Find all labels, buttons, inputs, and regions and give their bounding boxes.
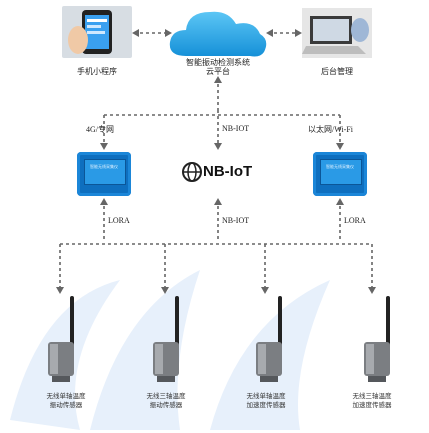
sensor-device-icon [153,296,179,382]
mobile-app-image [62,6,132,58]
cloud-label-line1: 智能振动检测系统 [186,58,250,67]
gateway-left: 智能无线采集仪 [77,152,131,196]
sensor-3-label: 无线单轴温度 加速度传感器 [236,392,296,410]
sensor-label-line2: 振动传感器 [49,402,83,409]
admin-laptop-image [302,8,372,58]
sensor-label-line1: 无线单轴温度 [46,393,86,400]
sensor-2 [145,292,195,389]
sensor-1 [40,292,90,389]
mobile-app-label: 手机小程序 [77,67,117,76]
nbiot-logo-text: NB-IoT [203,163,253,180]
nbiot-logo: NB-IoT [181,160,257,186]
sensor-label-line2: 加速度传感器 [352,402,392,409]
sensor-label-line1: 无线单轴温度 [246,393,286,400]
nbiot-globe-icon [182,162,202,182]
sensor-device-icon [48,296,74,382]
sensor-label-line1: 无线三轴温度 [352,393,392,400]
sensor-4-label: 无线三轴温度 加速度传感器 [342,392,402,410]
gateway-text: 智能无线采集仪 [90,164,118,169]
lower-link-right-label: LORA [344,216,366,225]
sensor-device-icon [364,296,390,382]
gateway-text: 智能无线采集仪 [326,164,354,169]
gateway-screen [320,159,362,185]
sensor-3 [248,292,298,389]
sensor-label-line2: 加速度传感器 [246,402,286,409]
link-nbiot-label: NB-IOT [222,124,250,133]
cloud-label-line2: 云平台 [206,67,230,76]
sensor-device-icon [256,296,282,382]
cloud-platform-label: 智能振动检测系统 云平台 [168,58,268,76]
link-4g-label: 4G/专网 [86,125,114,134]
lower-link-left-label: LORA [108,216,130,225]
sensor-label-line2: 振动传感器 [149,402,183,409]
sensor-1-label: 无线单轴温度 振动传感器 [36,392,96,410]
gateway-right: 智能无线采集仪 [313,152,367,196]
gateway-screen [84,159,126,185]
cloud-icon [169,11,267,57]
sensor-2-label: 无线三轴温度 振动传感器 [136,392,196,410]
lower-link-center-label: NB-IOT [222,216,250,225]
admin-label: 后台管理 [321,67,353,76]
sensor-4 [356,292,406,389]
sensor-label-line1: 无线三轴温度 [146,393,186,400]
link-ethernet-label: 以太网/Wi-Fi [308,125,354,134]
